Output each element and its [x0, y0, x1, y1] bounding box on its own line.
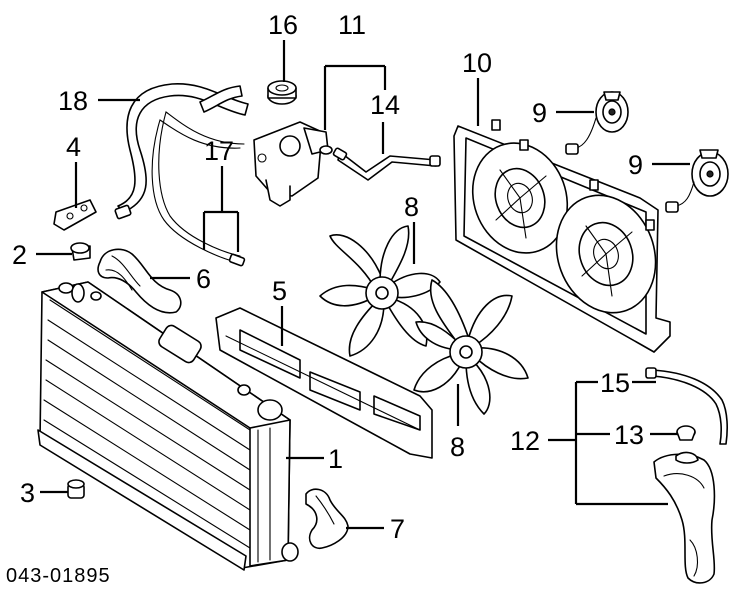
hose-7	[305, 488, 349, 550]
callout-7: 7	[390, 514, 405, 544]
callout-numbers: 16 11 14 18 4 17 10 9 9 8 2 6 5 15 12 13…	[12, 10, 644, 544]
cushion-3	[67, 479, 85, 499]
callout-14: 14	[370, 90, 400, 120]
grommet-16	[267, 80, 297, 105]
callout-12: 12	[510, 426, 540, 456]
callout-17: 17	[204, 136, 234, 166]
reserve-tank-12	[653, 451, 716, 584]
callout-16: 16	[268, 10, 298, 40]
cap-13	[676, 425, 696, 441]
fan-shroud-10	[453, 119, 671, 353]
callout-18: 18	[58, 86, 88, 116]
fan-motor-9-lower	[665, 149, 729, 213]
callout-5: 5	[272, 276, 287, 306]
hose-6	[97, 248, 182, 314]
leader-lines	[36, 40, 690, 530]
callout-11: 11	[338, 10, 366, 40]
deflector-5	[215, 307, 433, 459]
bracket-4	[53, 199, 97, 231]
pipe-14	[332, 147, 441, 181]
hose-15	[645, 367, 728, 445]
callout-8-lower: 8	[450, 432, 465, 462]
diagram-code: 043-01895	[6, 565, 111, 587]
callout-15: 15	[600, 368, 630, 398]
fan-8-lower	[413, 279, 529, 415]
reservoir-11	[253, 121, 333, 207]
hose-18	[114, 83, 249, 220]
fan-motor-9-upper	[565, 91, 629, 155]
callout-2: 2	[12, 240, 27, 270]
callout-9-lower: 9	[628, 150, 643, 180]
callout-3: 3	[20, 478, 35, 508]
callout-6: 6	[196, 264, 211, 294]
radiator	[37, 281, 299, 571]
callout-10: 10	[462, 48, 492, 78]
callout-13: 13	[614, 420, 644, 450]
clip-2	[70, 242, 91, 261]
fan-8-upper	[319, 225, 441, 357]
callout-4: 4	[66, 132, 81, 162]
callout-1: 1	[328, 444, 343, 474]
callout-9-upper: 9	[532, 98, 547, 128]
callout-8-upper: 8	[404, 192, 419, 222]
